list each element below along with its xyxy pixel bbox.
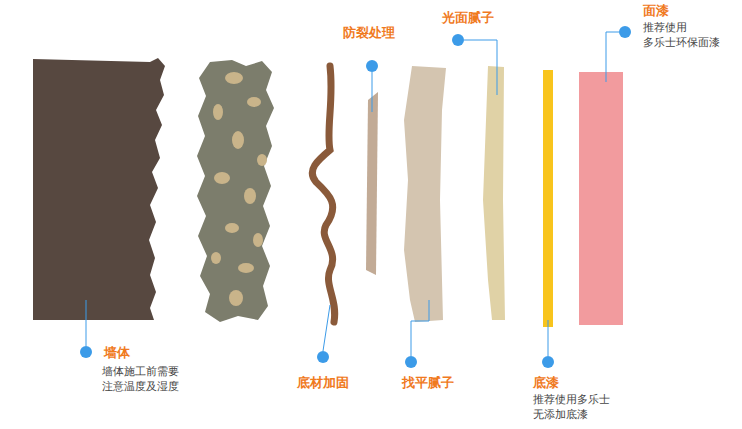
primer-layer bbox=[543, 70, 553, 327]
crack-layer bbox=[366, 92, 378, 275]
reinforcement-line bbox=[312, 66, 334, 322]
base-layer bbox=[197, 60, 274, 322]
stone-chunks bbox=[211, 72, 267, 306]
layer-note: 推荐使用多乐士 无添加底漆 bbox=[533, 392, 625, 422]
layer-title: 墙体 bbox=[104, 345, 130, 361]
layer-title: 底漆 bbox=[533, 375, 559, 391]
layer-title: 找平腻子 bbox=[402, 375, 454, 391]
layer-title: 底材加固 bbox=[297, 375, 349, 391]
layer-title: 光面腻子 bbox=[442, 10, 494, 26]
layer-note: 墙体施工前需要 注意温度及湿度 bbox=[102, 364, 194, 394]
leveling-putty bbox=[404, 66, 446, 322]
leader-lines bbox=[86, 32, 619, 356]
layer-title: 防裂处理 bbox=[343, 25, 395, 41]
leader-dots bbox=[80, 26, 631, 368]
layer-note: 推荐使用 多乐士环保面漆 bbox=[643, 20, 735, 50]
finishing-putty bbox=[483, 66, 505, 320]
topcoat-layer bbox=[579, 72, 623, 325]
layer-title: 面漆 bbox=[643, 3, 669, 19]
wall-layer bbox=[33, 58, 165, 320]
